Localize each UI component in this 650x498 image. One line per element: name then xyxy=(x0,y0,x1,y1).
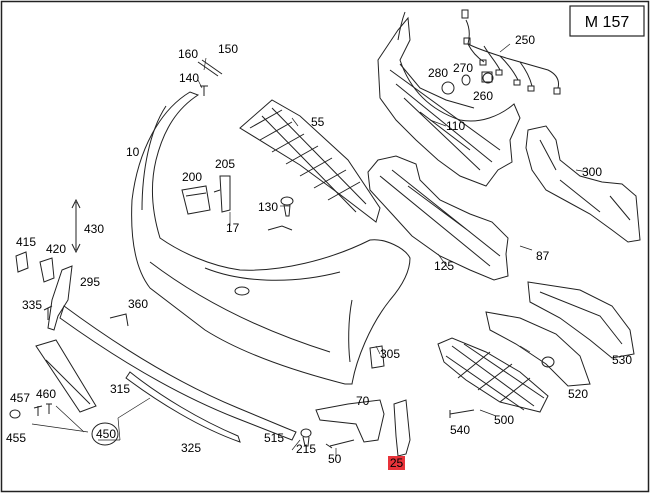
callout-450: 450 xyxy=(96,427,116,441)
part-25-holder xyxy=(393,399,411,457)
callout-530: 530 xyxy=(612,353,632,367)
callout-50: 50 xyxy=(328,452,342,466)
part-140-screw xyxy=(200,85,208,96)
callout-280: 280 xyxy=(428,66,448,80)
callout-295: 295 xyxy=(80,275,100,289)
part-305-bracket xyxy=(369,345,385,369)
callout-10: 10 xyxy=(126,145,140,159)
part-295-side-trim xyxy=(47,265,73,331)
callout-300: 300 xyxy=(582,165,602,179)
part-415-cover-cap xyxy=(15,251,29,273)
callout-457: 457 xyxy=(10,391,30,405)
callout-515: 515 xyxy=(264,431,284,445)
part-455-460-fasteners xyxy=(9,403,52,419)
part-70-bracket xyxy=(315,399,385,443)
part-315-trim-strip xyxy=(35,339,97,413)
part-150-160-strip xyxy=(197,59,223,77)
part-130-push-clip xyxy=(280,196,294,217)
callout-325: 325 xyxy=(181,441,201,455)
callout-500: 500 xyxy=(494,413,514,427)
callout-315: 315 xyxy=(110,382,130,396)
callout-415: 415 xyxy=(16,235,36,249)
part-10-bumper-cover xyxy=(131,91,411,385)
part-200-sensor-bracket xyxy=(181,185,211,215)
part-300-side-bracket xyxy=(525,125,641,243)
callout-130: 130 xyxy=(258,200,278,214)
callout-335: 335 xyxy=(22,298,42,312)
callout-215: 215 xyxy=(296,442,316,456)
callout-labels: 150 160 140 250 270 280 260 55 110 10 20… xyxy=(6,33,632,466)
model-code: M 157 xyxy=(585,14,630,31)
part-335-screw xyxy=(43,305,53,320)
callout-420: 420 xyxy=(46,242,66,256)
callout-450-circle xyxy=(91,422,119,446)
part-110-carrier-bracket xyxy=(377,16,521,187)
part-420-bracket xyxy=(39,257,55,283)
model-code-box: M 157 xyxy=(569,5,645,37)
part-325-chrome-strip xyxy=(125,371,241,443)
callout-70: 70 xyxy=(356,394,370,408)
callout-17: 17 xyxy=(226,221,240,235)
callout-25[interactable]: 25 xyxy=(390,456,404,470)
part-360-lower-spoiler xyxy=(59,305,297,441)
callout-87: 87 xyxy=(536,249,550,263)
part-260-270-280-sensors xyxy=(441,71,494,95)
callout-140: 140 xyxy=(179,71,199,85)
part-50-bolt xyxy=(325,439,355,449)
part-125-lower-carrier xyxy=(367,155,509,281)
part-215-clip xyxy=(300,428,312,447)
part-205-clip xyxy=(213,175,231,213)
callout-460: 460 xyxy=(36,387,56,401)
part-55-upper-grille xyxy=(239,99,381,223)
callout-305: 305 xyxy=(380,347,400,361)
leader-lines xyxy=(31,43,589,456)
callout-540: 540 xyxy=(450,423,470,437)
callout-455: 455 xyxy=(6,431,26,445)
part-530-trim-frame xyxy=(527,281,635,359)
callout-260: 260 xyxy=(473,89,493,103)
callout-200: 200 xyxy=(182,170,202,184)
callout-150: 150 xyxy=(218,42,238,56)
part-430-dimension-arrow xyxy=(71,198,81,254)
callout-520: 520 xyxy=(568,387,588,401)
part-250-wiring-harness xyxy=(397,9,561,95)
callout-110: 110 xyxy=(446,119,465,133)
highlighted-callout[interactable]: 25 xyxy=(388,456,405,470)
callout-360: 360 xyxy=(128,297,148,311)
callout-55: 55 xyxy=(311,115,325,129)
callout-270: 270 xyxy=(453,61,473,75)
part-500-lower-grille xyxy=(437,337,549,413)
callout-205: 205 xyxy=(215,157,235,171)
callout-250: 250 xyxy=(515,33,535,47)
callout-160: 160 xyxy=(178,47,198,61)
part-520-lower-trim-frame xyxy=(485,311,591,387)
callout-125: 125 xyxy=(434,259,454,273)
part-540-screw xyxy=(449,409,475,418)
part-17-hook xyxy=(267,225,293,231)
callout-430: 430 xyxy=(84,222,104,236)
